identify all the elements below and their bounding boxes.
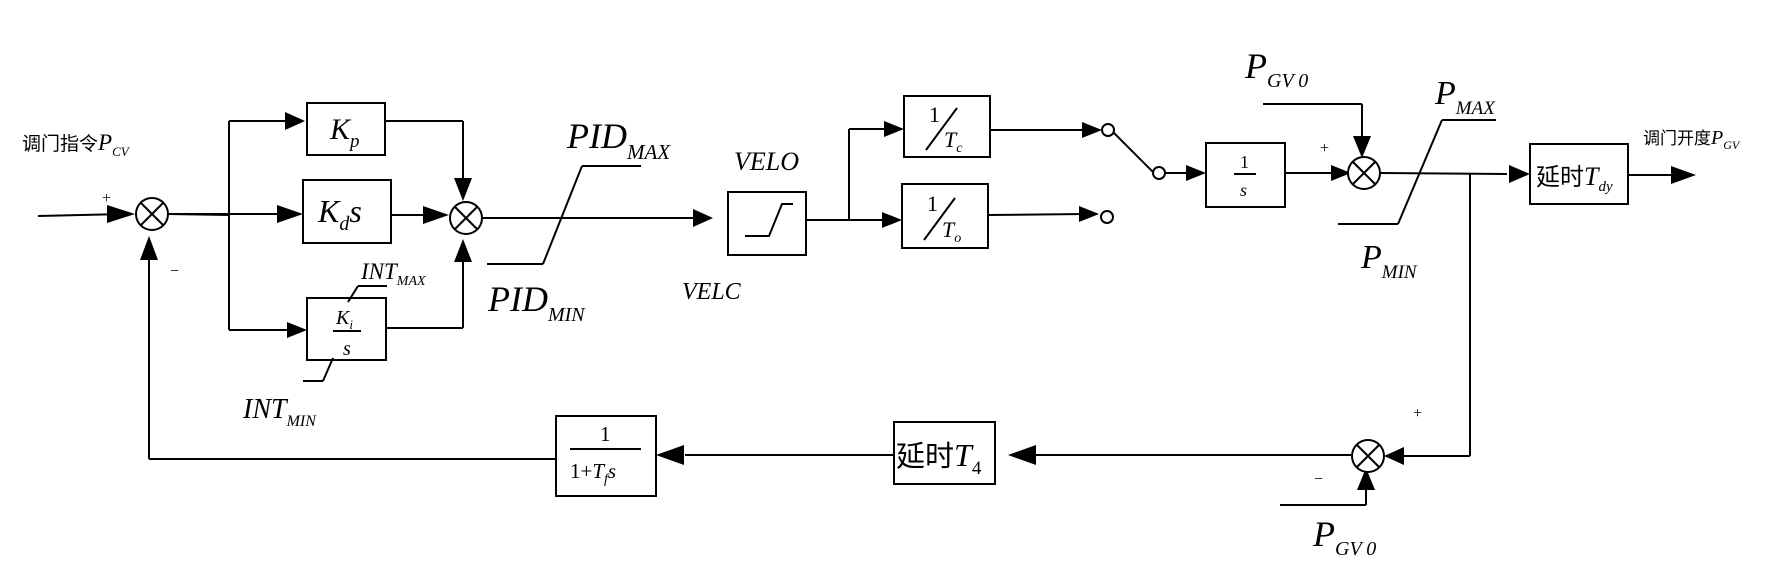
ki-label: Ki s [333, 307, 361, 360]
int-max-label: INTMAX [360, 259, 426, 289]
sign-minus-input: − [170, 263, 179, 280]
sign-minus-feedback: − [1314, 471, 1323, 488]
kd-block [302, 179, 392, 244]
sign-plus-position: + [1320, 140, 1329, 157]
tc-label: 1 Tc [925, 102, 963, 156]
svg-text:1+Tfs: 1+Tfs [570, 459, 616, 487]
delay-t4-block [893, 421, 996, 485]
output-label: 调门开度PGV [1643, 127, 1741, 152]
rate-limiter-icon [745, 203, 793, 237]
svg-text:Ki: Ki [335, 307, 353, 332]
sum-junction-pid [449, 201, 483, 235]
p-min-label: PMIN [1360, 239, 1418, 283]
kd-label: Kds [317, 193, 362, 235]
velo-label: VELO [734, 147, 799, 176]
svg-text:To: To [942, 217, 961, 246]
sum-junction-input [135, 197, 169, 231]
tc-block [903, 95, 991, 158]
switch-terminal-to [1100, 210, 1114, 224]
filter-label: 1 1+Tfs [570, 422, 641, 487]
int-min-label: INTMIN [242, 394, 317, 430]
integrator-label: 1 s [1234, 152, 1256, 200]
sum-junction-position [1347, 156, 1381, 190]
svg-text:s: s [1240, 180, 1247, 200]
signal-wires [37, 103, 1672, 506]
pgv0-bottom-label: PGV 0 [1312, 514, 1376, 560]
to-block [901, 183, 989, 249]
pid-min-label: PIDMIN [487, 279, 586, 326]
sum-junction-feedback [1351, 439, 1385, 473]
delay-t4-label: 延时T4 [896, 437, 982, 479]
pid-limiter [487, 165, 641, 265]
pgv0-top-label: PGV 0 [1244, 46, 1308, 92]
svg-text:1: 1 [929, 102, 940, 127]
arrowheads [107, 112, 1696, 490]
svg-text:1: 1 [927, 191, 938, 216]
velc-label: VELC [682, 279, 742, 305]
switch-terminal-tc [1101, 123, 1115, 137]
kp-label: Kp [329, 113, 360, 152]
input-label: 调门指令PCV [22, 130, 131, 159]
switch-pivot [1152, 166, 1166, 180]
p-max-label: PMAX [1434, 75, 1496, 119]
delay-tdy-block [1529, 143, 1629, 205]
ki-block [306, 297, 387, 361]
svg-text:1: 1 [600, 422, 611, 446]
svg-text:1: 1 [1240, 152, 1249, 172]
position-limiter [1338, 119, 1496, 225]
rate-limiter-block [727, 191, 807, 256]
kp-block [306, 102, 386, 156]
svg-text:s: s [343, 338, 351, 360]
sign-plus-input: + [102, 190, 111, 207]
filter-block [555, 415, 657, 497]
pid-max-label: PIDMAX [566, 116, 671, 164]
int-limiter [303, 285, 387, 382]
to-label: 1 To [923, 191, 961, 246]
delay-tdy-label: 延时Tdy [1536, 162, 1613, 195]
svg-text:Tc: Tc [944, 127, 963, 156]
sign-plus-feedback: + [1413, 405, 1422, 422]
